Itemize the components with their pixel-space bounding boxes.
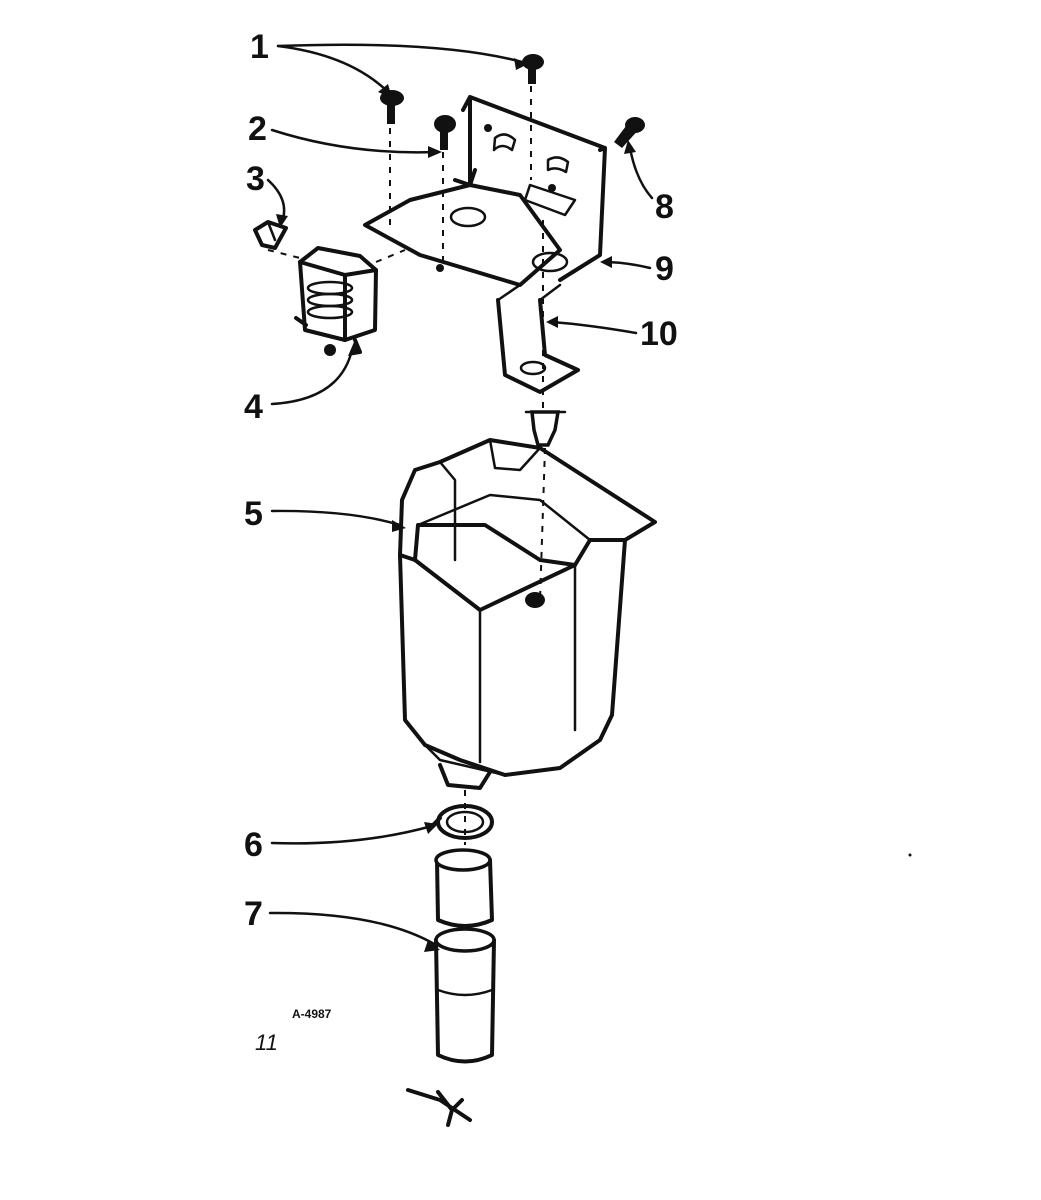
screw-8 [614,117,645,148]
callout-8: 8 [655,188,674,226]
screw-1-left [380,90,404,124]
callout-6: 6 [244,826,263,864]
callout-9: 9 [655,250,674,288]
solenoid-coil [294,246,378,356]
reservoir-tank [398,438,657,790]
lower-sleeve [434,927,496,1064]
mounting-bracket [363,95,607,394]
screw-1-right [522,54,544,84]
drawing-code: A-4987 [292,1007,332,1021]
valve-plunger [524,410,567,447]
solenoid-clip [253,220,288,250]
o-ring [430,804,494,840]
mixing-blade [406,1088,472,1127]
callout-5: 5 [244,495,263,533]
speck [908,853,912,857]
callout-10: 10 [640,315,678,353]
upper-sleeve [434,848,494,928]
figure-mark: 11 [255,1030,278,1055]
screw-2 [434,115,456,150]
leader-arrows [266,43,654,952]
assembly-centerlines [267,86,546,845]
callout-7: 7 [244,895,263,933]
callout-3: 3 [246,160,265,198]
callout-4: 4 [244,388,263,426]
callout-2: 2 [248,110,267,148]
callout-1: 1 [250,28,269,66]
